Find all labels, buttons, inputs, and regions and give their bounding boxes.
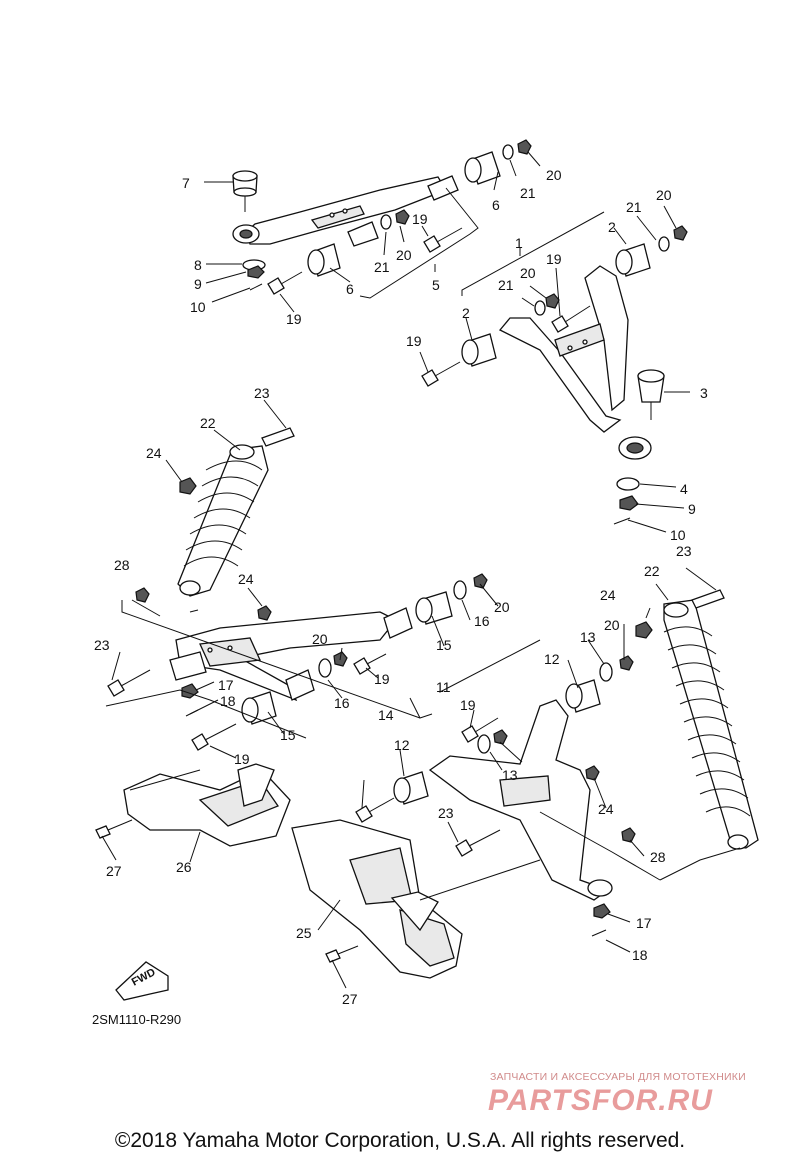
callout-14: 14 bbox=[378, 707, 394, 723]
callout-2: 2 bbox=[608, 219, 616, 235]
callout-20: 20 bbox=[604, 617, 620, 633]
callout-10: 10 bbox=[190, 299, 206, 315]
callout-6: 6 bbox=[492, 197, 500, 213]
callout-22: 22 bbox=[200, 415, 216, 431]
callout-20: 20 bbox=[520, 265, 536, 281]
callout-24: 24 bbox=[600, 587, 616, 603]
callout-9: 9 bbox=[194, 276, 202, 292]
callout-28: 28 bbox=[650, 849, 666, 865]
callout-23: 23 bbox=[676, 543, 692, 559]
callout-3: 3 bbox=[700, 385, 708, 401]
callout-23: 23 bbox=[254, 385, 270, 401]
callout-7: 7 bbox=[182, 175, 190, 191]
callout-19: 19 bbox=[412, 211, 428, 227]
lower-left-arm-assembly bbox=[107, 573, 488, 751]
callout-20: 20 bbox=[396, 247, 412, 263]
guard-right-25 bbox=[291, 819, 463, 979]
callout-20: 20 bbox=[656, 187, 672, 203]
copyright-notice: ©2018 Yamaha Motor Corporation, U.S.A. A… bbox=[114, 1129, 686, 1152]
callout-6: 6 bbox=[346, 281, 354, 297]
callout-16: 16 bbox=[474, 613, 490, 629]
callout-13: 13 bbox=[580, 629, 596, 645]
callout-21: 21 bbox=[374, 259, 390, 275]
callout-15: 15 bbox=[280, 727, 296, 743]
callout-28: 28 bbox=[114, 557, 130, 573]
upper-right-arm-assembly bbox=[421, 225, 688, 525]
callout-17: 17 bbox=[636, 915, 652, 931]
callout-1: 1 bbox=[515, 235, 523, 251]
callout-19: 19 bbox=[234, 751, 250, 767]
callout-21: 21 bbox=[498, 277, 514, 293]
screw-27-right bbox=[325, 949, 341, 963]
callout-24: 24 bbox=[146, 445, 162, 461]
callout-22: 22 bbox=[644, 563, 660, 579]
shock-absorber-right bbox=[635, 589, 759, 850]
callout-25: 25 bbox=[296, 925, 312, 941]
callout-20: 20 bbox=[312, 631, 328, 647]
callout-19: 19 bbox=[406, 333, 422, 349]
callout-9: 9 bbox=[688, 501, 696, 517]
callout-19: 19 bbox=[546, 251, 562, 267]
callout-5: 5 bbox=[432, 277, 440, 293]
watermark-tagline: ЗАПЧАСТИ И АКСЕССУАРЫ ДЛЯ МОТОТЕХНИКИ bbox=[490, 1071, 746, 1083]
callout-16: 16 bbox=[334, 695, 350, 711]
callout-17: 17 bbox=[218, 677, 234, 693]
callout-12: 12 bbox=[544, 651, 560, 667]
callout-27: 27 bbox=[342, 991, 358, 1007]
callout-19: 19 bbox=[286, 311, 302, 327]
callout-27: 27 bbox=[106, 863, 122, 879]
callout-8: 8 bbox=[194, 257, 202, 273]
callout-4: 4 bbox=[680, 481, 688, 497]
leader-lines bbox=[101, 151, 741, 989]
callout-18: 18 bbox=[632, 947, 648, 963]
guard-left-26 bbox=[123, 763, 291, 847]
callout-13: 13 bbox=[502, 767, 518, 783]
fwd-arrow-icon: FWD bbox=[115, 961, 169, 1001]
callout-23: 23 bbox=[438, 805, 454, 821]
callout-12: 12 bbox=[394, 737, 410, 753]
callout-21: 21 bbox=[626, 199, 642, 215]
callout-15: 15 bbox=[436, 637, 452, 653]
callout-23: 23 bbox=[94, 637, 110, 653]
callout-11: 11 bbox=[436, 679, 451, 695]
callout-19: 19 bbox=[460, 697, 476, 713]
callout-26: 26 bbox=[176, 859, 192, 875]
figure-code: 2SM1110-R290 bbox=[92, 1012, 181, 1027]
shock-absorber-left bbox=[177, 427, 295, 597]
callout-24: 24 bbox=[598, 801, 614, 817]
callout-numbers: 1 2 2 3 4 5 6 6 7 8 9 9 10 10 11 12 12 1… bbox=[94, 167, 708, 1007]
callout-19: 19 bbox=[374, 671, 390, 687]
callout-21: 21 bbox=[520, 185, 536, 201]
lower-right-arm-assembly bbox=[355, 655, 636, 937]
callout-20: 20 bbox=[494, 599, 510, 615]
callout-24: 24 bbox=[238, 571, 254, 587]
callout-10: 10 bbox=[670, 527, 686, 543]
callout-20: 20 bbox=[546, 167, 562, 183]
screw-27-left bbox=[95, 825, 111, 839]
watermark-logo: PARTSFOR.RU bbox=[488, 1084, 713, 1117]
upper-left-arm-assembly bbox=[232, 139, 532, 295]
callout-18: 18 bbox=[220, 693, 236, 709]
callout-2: 2 bbox=[462, 305, 470, 321]
